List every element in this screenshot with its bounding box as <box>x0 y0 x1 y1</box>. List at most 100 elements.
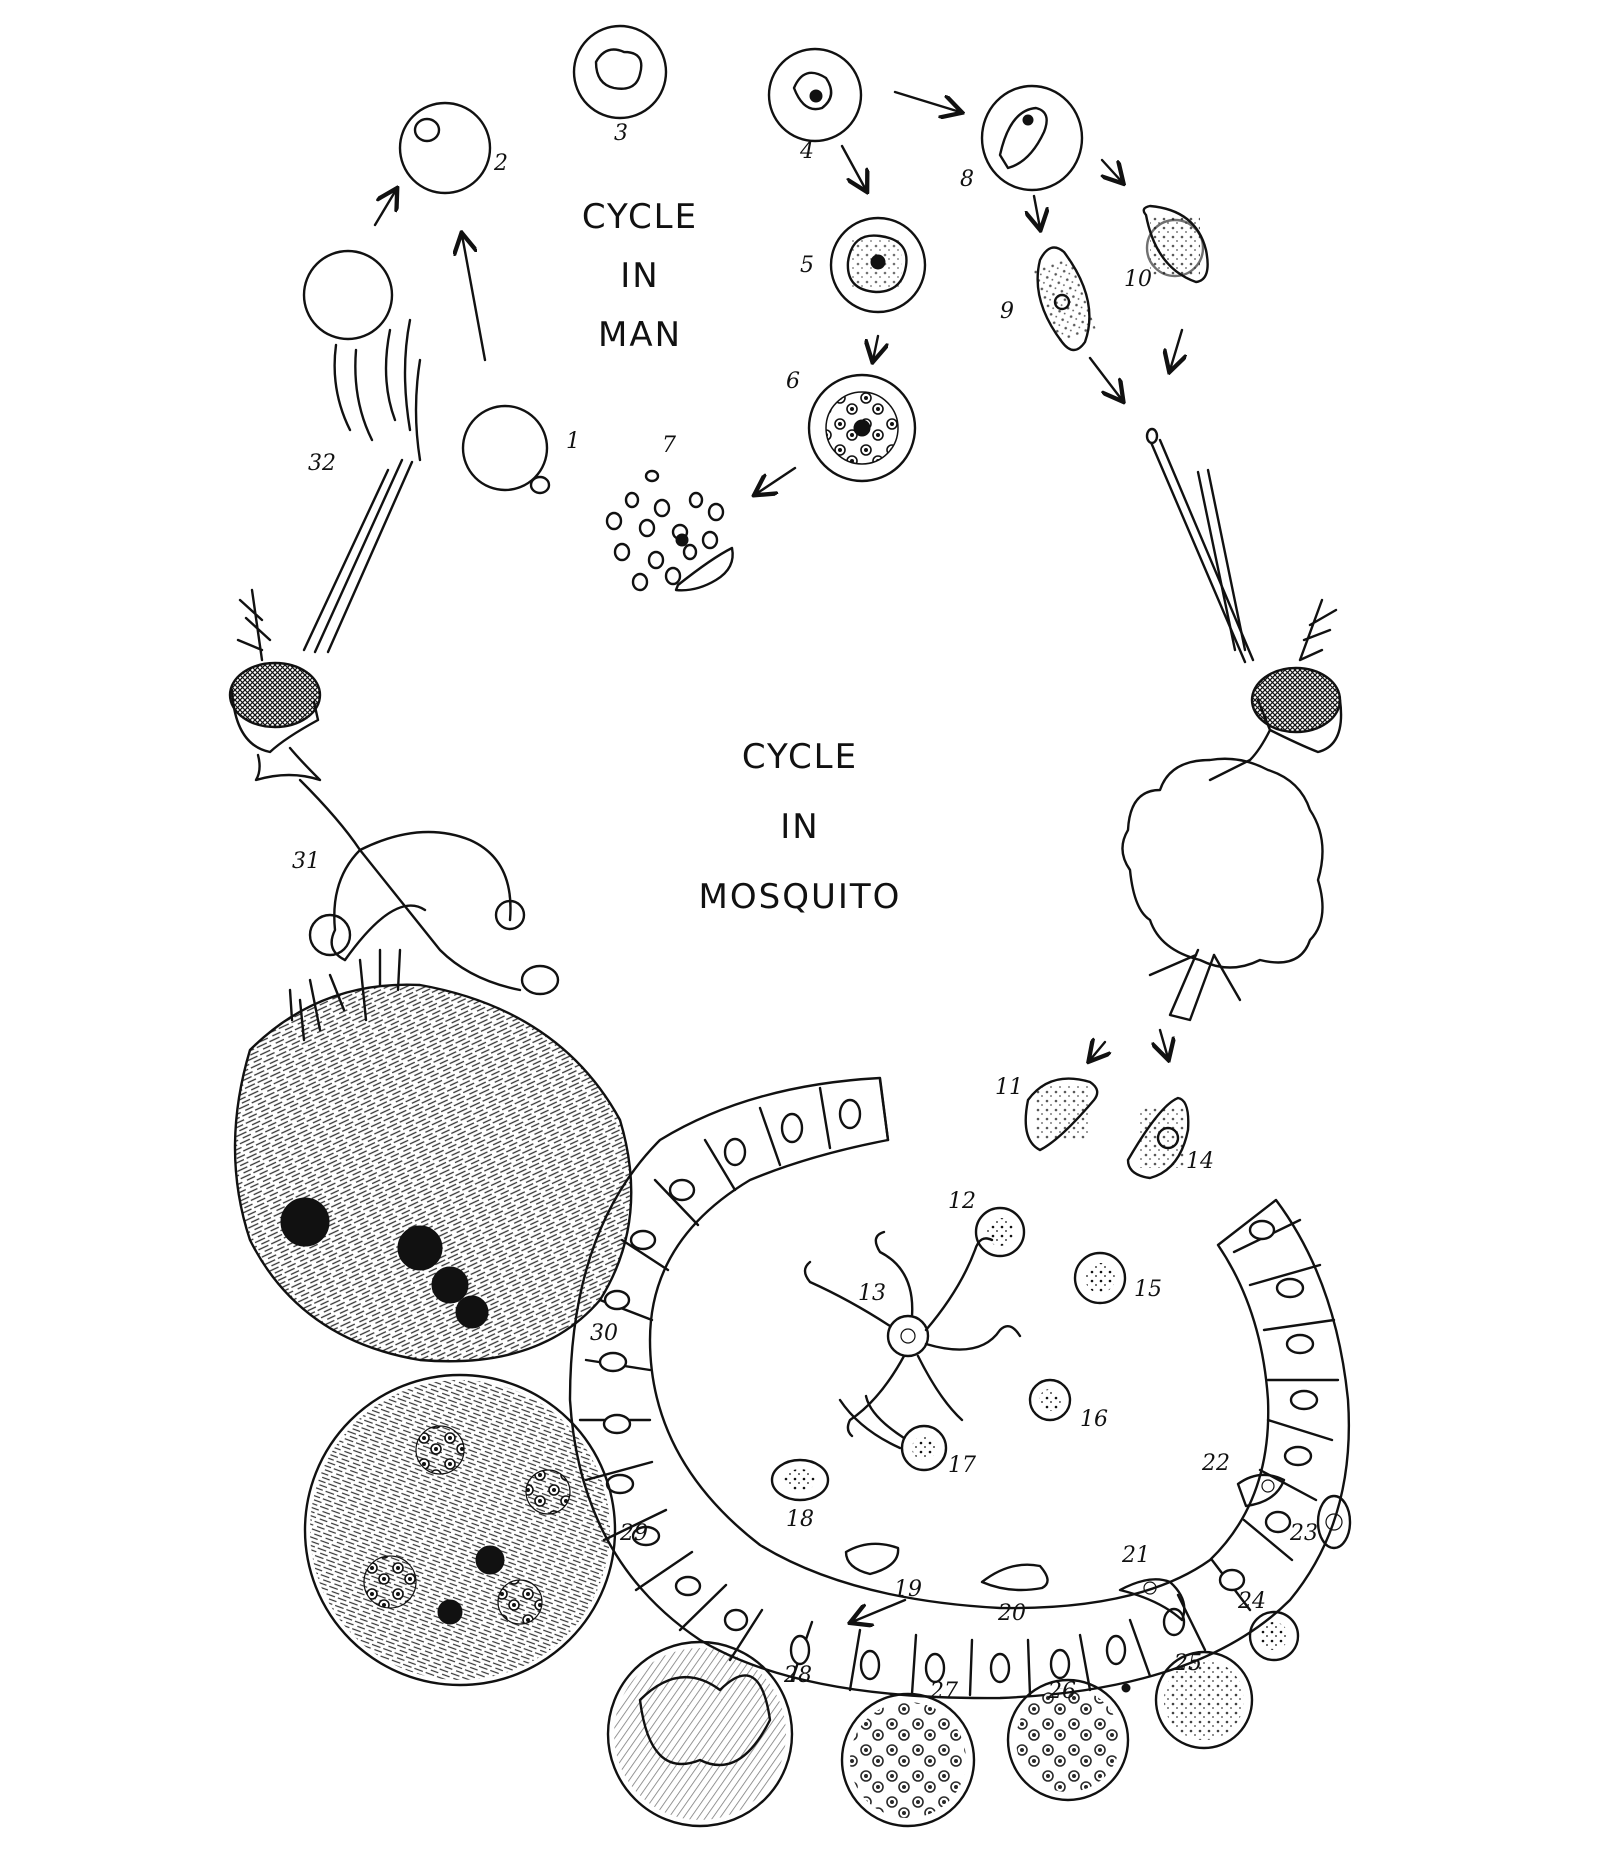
label-20: 20 <box>997 1601 1026 1626</box>
gut-neck-right <box>1208 728 1272 782</box>
cell-32 <box>302 249 394 341</box>
stage-19 <box>844 1542 900 1576</box>
oocysts-right <box>606 1473 1352 1828</box>
oocyst-29 <box>303 1373 617 1687</box>
title-man-line-1: CYCLE <box>582 197 698 237</box>
eye-left <box>228 661 322 729</box>
label-30: 30 <box>590 1321 618 1346</box>
label-24: 24 <box>1237 1589 1266 1614</box>
stage-18 <box>770 1458 830 1502</box>
cell-3-parasite <box>594 48 643 90</box>
title-cycle-in-man: CYCLE IN MAN <box>582 197 698 355</box>
label-6: 6 <box>786 369 800 394</box>
cell-3 <box>572 24 668 120</box>
epithelium-nuclei <box>598 1098 1319 1684</box>
label-32: 32 <box>308 451 336 476</box>
man-cycle-arrows <box>373 90 1182 1622</box>
cell-4-nucleus <box>809 89 823 103</box>
label-13: 13 <box>858 1281 886 1306</box>
cell-6 <box>807 373 917 483</box>
antenna-left <box>236 588 272 662</box>
mosquito-head-left <box>228 458 560 996</box>
cell-2-ring <box>413 117 441 143</box>
stage-22 <box>1236 1473 1286 1508</box>
label-16: 16 <box>1080 1407 1108 1432</box>
oocyst-31-residue-1 <box>280 1197 330 1247</box>
label-29: 29 <box>619 1521 648 1546</box>
stage-13-exflagellation <box>803 1230 1022 1438</box>
cell-2 <box>398 101 492 195</box>
cell-8-gametocyte <box>998 106 1048 170</box>
stage-17 <box>838 1394 948 1472</box>
title-mosquito-line-3: MOSQUITO <box>699 877 902 917</box>
label-15: 15 <box>1134 1277 1162 1302</box>
stage-21 <box>1118 1578 1186 1622</box>
stomach-epithelium <box>568 1076 1351 1700</box>
title-mosquito-line-2: IN <box>780 807 819 847</box>
stage-12 <box>974 1206 1026 1258</box>
gland-duct-left <box>298 778 362 852</box>
cell-1 <box>461 404 549 492</box>
label-23: 23 <box>1289 1521 1318 1546</box>
cell-8 <box>980 84 1084 192</box>
stage-27 <box>840 1692 976 1828</box>
label-25: 25 <box>1173 1651 1202 1676</box>
label-28: 28 <box>783 1663 812 1688</box>
epithelium-outline <box>568 1076 1351 1700</box>
label-9: 9 <box>1000 299 1014 324</box>
stage-25 <box>1154 1650 1254 1750</box>
stomach-contents <box>770 1206 1186 1622</box>
label-14: 14 <box>1186 1149 1214 1174</box>
sporozoite-streaks <box>333 318 422 462</box>
label-31: 31 <box>292 849 320 874</box>
mosquito-head-right <box>1121 427 1343 1022</box>
label-5: 5 <box>800 253 814 278</box>
stage-23 <box>1316 1494 1352 1550</box>
title-cycle-in-mosquito: CYCLE IN MOSQUITO <box>699 737 902 917</box>
eye-right <box>1250 666 1342 734</box>
label-10: 10 <box>1124 267 1152 292</box>
oocyst-29-clusters <box>363 1425 571 1625</box>
title-mosquito-line-1: CYCLE <box>742 737 858 777</box>
label-8: 8 <box>960 167 974 192</box>
title-man-line-3: MAN <box>598 315 682 355</box>
label-19: 19 <box>894 1577 922 1602</box>
cell-5 <box>829 216 927 314</box>
stage-26 <box>1006 1678 1130 1802</box>
label-4: 4 <box>799 139 814 164</box>
cell-6-pigment <box>853 419 871 437</box>
cell-1-sporozoite <box>529 475 551 495</box>
title-man-line-2: IN <box>620 256 659 296</box>
label-17: 17 <box>948 1453 976 1478</box>
label-26: 26 <box>1047 1679 1076 1704</box>
mosquito-stomach <box>1121 757 1324 969</box>
man-cycle-cells <box>302 24 1209 592</box>
label-18: 18 <box>786 1507 814 1532</box>
cell-5-parasite <box>846 234 908 294</box>
label-11: 11 <box>995 1075 1023 1100</box>
stage-20 <box>980 1563 1049 1592</box>
label-21: 21 <box>1121 1543 1150 1568</box>
label-12: 12 <box>948 1189 976 1214</box>
label-3: 3 <box>614 121 628 146</box>
gametocyte-11 <box>1024 1077 1099 1152</box>
stream-to-gland <box>343 904 427 962</box>
stage-24 <box>1248 1610 1300 1662</box>
oocysts-left <box>233 904 633 1687</box>
cell-4 <box>767 47 863 143</box>
cell-4-parasite <box>792 71 833 111</box>
stage-15 <box>1073 1251 1127 1305</box>
merozoites-7 <box>605 469 734 592</box>
cell-5-pigment <box>852 240 902 288</box>
stage-16 <box>1028 1378 1072 1422</box>
label-1: 1 <box>566 429 580 454</box>
label-22: 22 <box>1201 1451 1230 1476</box>
crescent-9 <box>1036 246 1091 352</box>
label-7: 7 <box>662 433 676 458</box>
label-2: 2 <box>493 151 508 176</box>
stage-28 <box>606 1640 794 1828</box>
label-27: 27 <box>929 1679 958 1704</box>
stage-labels: 1 2 3 4 5 6 7 8 9 10 11 12 13 14 15 16 1… <box>292 121 1318 1704</box>
